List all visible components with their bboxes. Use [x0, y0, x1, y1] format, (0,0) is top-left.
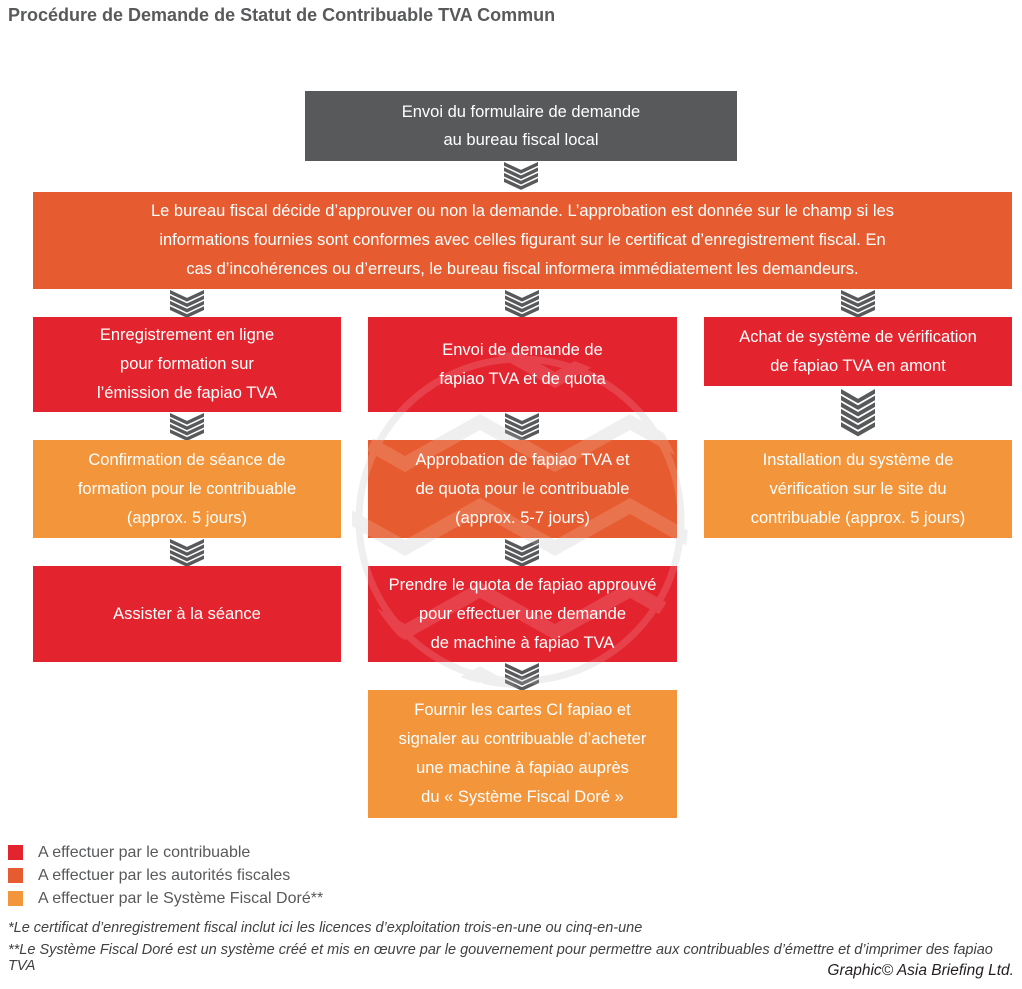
flow-box-left-1: Enregistrement en ligne pour formation s… [33, 317, 341, 412]
chevron-arrow-icon [503, 663, 541, 691]
chevron-arrow-icon [503, 413, 541, 441]
flow-box-middle-2: Approbation de fapiao TVA et de quota po… [368, 440, 677, 538]
credit-line: Graphic© Asia Briefing Ltd. [827, 962, 1014, 979]
flow-box-right-2: Installation du système de vérification … [704, 440, 1012, 538]
chevron-arrow-icon [168, 539, 206, 567]
chevron-arrow-icon [502, 162, 540, 190]
flow-box-middle-1: Envoi de demande de fapiao TVA et de quo… [368, 317, 677, 412]
footnote-2: **Le Système Fiscal Doré est un système … [8, 942, 993, 974]
chevron-arrow-icon [839, 389, 877, 437]
legend-swatch-autorites-fiscales [8, 868, 23, 883]
legend-swatch-contribuable [8, 845, 23, 860]
legend-item: A effectuer par le Système Fiscal Doré** [8, 887, 323, 910]
footnote-1: *Le certificat d’enregistrement fiscal i… [8, 920, 643, 936]
flow-box-middle-4: Fournir les cartes CI fapiao et signaler… [368, 690, 677, 818]
legend-label: A effectuer par le Système Fiscal Doré** [38, 889, 324, 907]
chevron-arrow-icon [168, 290, 206, 318]
chevron-arrow-icon [503, 290, 541, 318]
flow-box-left-3: Assister à la séance [33, 566, 341, 662]
chevron-arrow-icon [168, 413, 206, 441]
legend-label: A effectuer par les autorités fiscales [38, 866, 291, 884]
flow-box-start: Envoi du formulaire de demande au bureau… [305, 91, 737, 161]
chevron-arrow-icon [839, 290, 877, 318]
page-title: Procédure de Demande de Statut de Contri… [8, 5, 556, 25]
legend-label: A effectuer par le contribuable [38, 843, 251, 861]
legend-item: A effectuer par le contribuable [8, 841, 323, 864]
legend-item: A effectuer par les autorités fiscales [8, 864, 323, 887]
legend-swatch-systeme-fiscal-dore [8, 891, 23, 906]
flow-box-left-2: Confirmation de séance de formation pour… [33, 440, 341, 538]
flow-box-middle-3: Prendre le quota de fapiao approuvé pour… [368, 566, 677, 662]
flow-box-decision: Le bureau fiscal décide d’approuver ou n… [33, 192, 1012, 289]
flow-box-right-1: Achat de système de vérification de fapi… [704, 317, 1012, 386]
chevron-arrow-icon [503, 539, 541, 567]
legend: A effectuer par le contribuable A effect… [8, 841, 323, 910]
